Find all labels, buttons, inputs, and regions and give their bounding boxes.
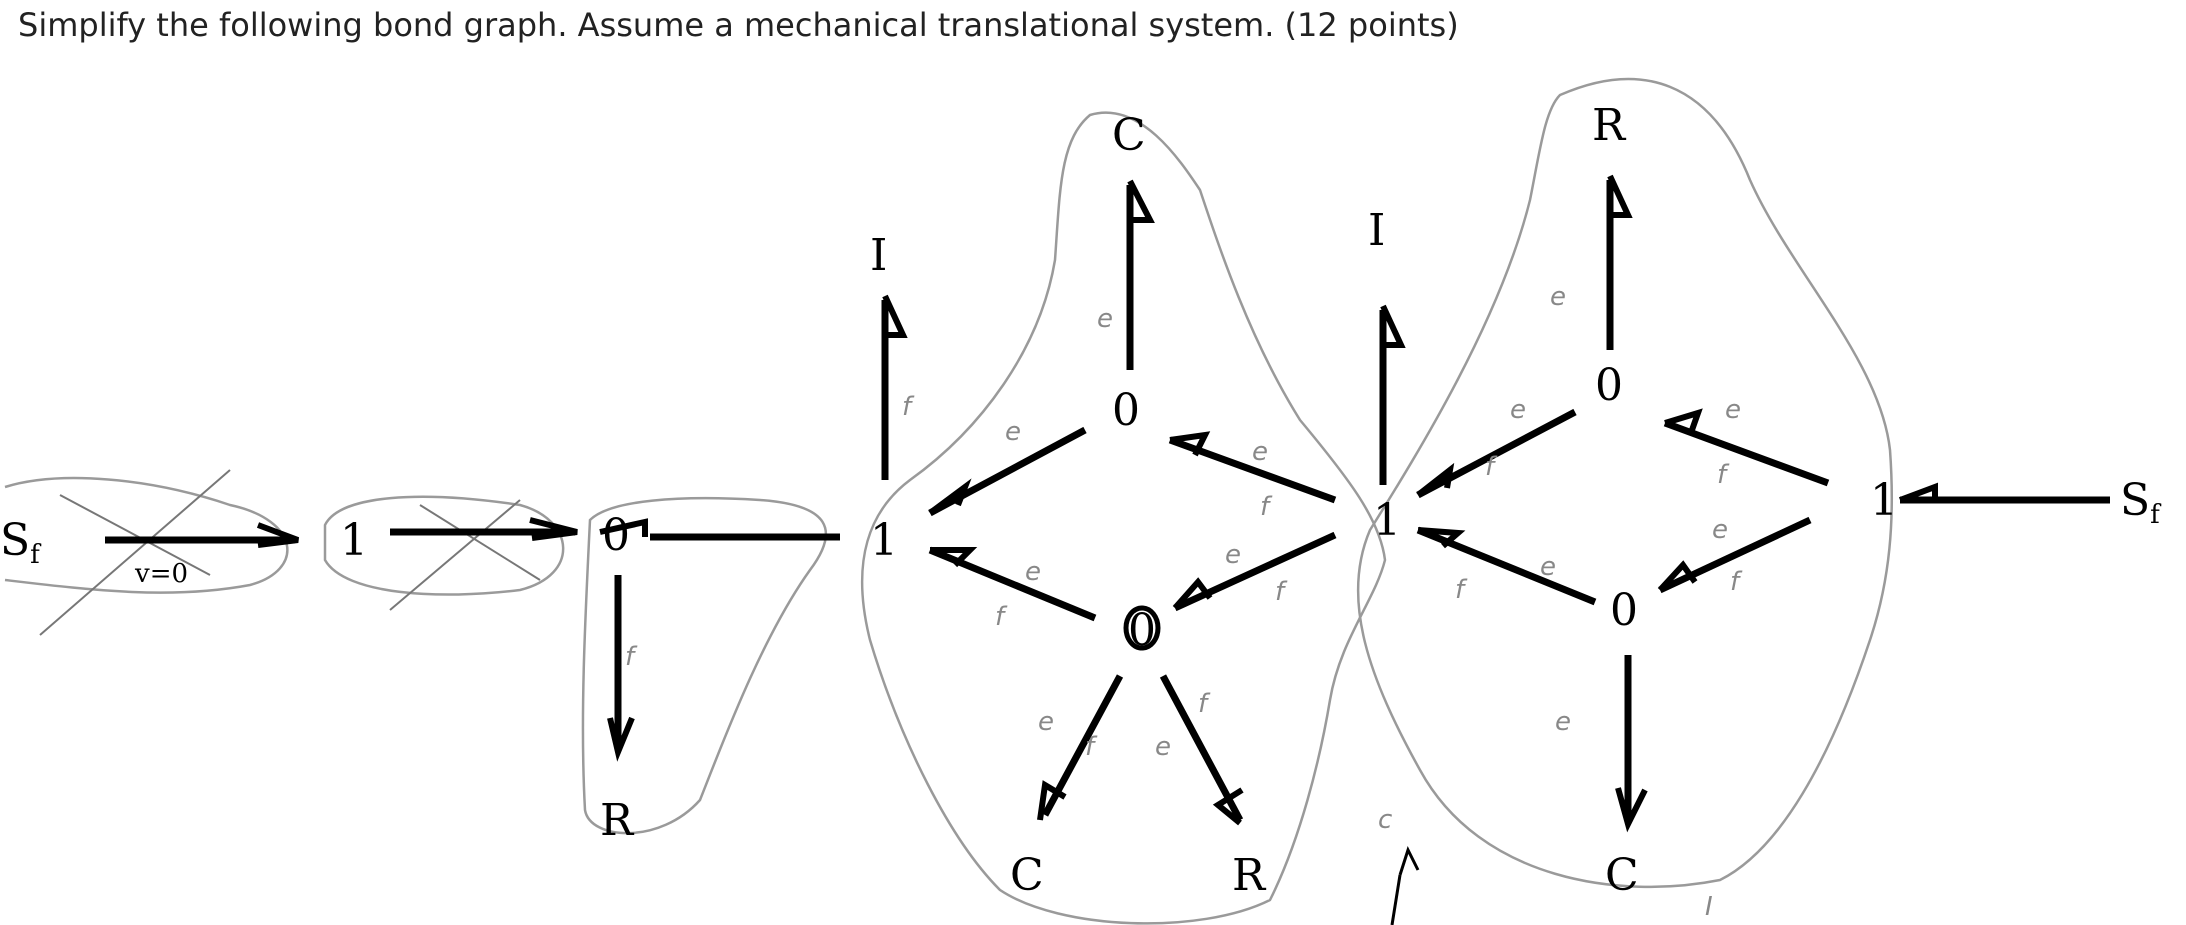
question-text: Simplify the following bond graph. Assum… bbox=[18, 6, 1459, 44]
resistor-a: R bbox=[600, 795, 635, 846]
annotation-v0: v=0 bbox=[134, 559, 188, 589]
annotation-e: e bbox=[1005, 417, 1021, 447]
half-arrow bbox=[1212, 787, 1244, 826]
source-flow-right: Sf bbox=[2120, 475, 2162, 530]
bond-0f-to-1e bbox=[1416, 408, 1577, 499]
capacitor-c: C bbox=[1112, 110, 1146, 161]
annotation-f: f bbox=[625, 642, 638, 672]
group-outline-0a bbox=[581, 496, 827, 835]
bond-1h-to-0g bbox=[1658, 516, 1812, 594]
half-arrow bbox=[882, 294, 908, 338]
half-arrow bbox=[1037, 780, 1067, 821]
annotation-e: e bbox=[1155, 732, 1171, 762]
scribble-mark bbox=[1123, 605, 1161, 651]
crossout-stroke bbox=[389, 499, 521, 611]
annotation-f: f bbox=[1260, 492, 1273, 522]
crossout-stroke bbox=[39, 469, 231, 636]
half-arrow bbox=[1898, 482, 1938, 503]
annotation-e: e bbox=[1025, 557, 1041, 587]
half-arrow bbox=[1657, 560, 1698, 593]
half-arrow bbox=[1398, 846, 1420, 876]
group-outline-1a bbox=[323, 495, 565, 596]
half-arrow bbox=[1664, 408, 1703, 431]
annotation-f: f bbox=[1717, 460, 1730, 490]
junction-0-a: 0 bbox=[602, 510, 630, 561]
half-arrow bbox=[1607, 174, 1633, 218]
half-arrow bbox=[1417, 527, 1466, 549]
group-outline-sf bbox=[4, 476, 289, 594]
resistor-d: R bbox=[1232, 850, 1267, 901]
annotation-e: e bbox=[1252, 437, 1268, 467]
bond-1h-to-0f bbox=[1663, 419, 1830, 487]
half-arrow bbox=[1172, 577, 1213, 610]
bond-0c-to-1b bbox=[928, 426, 1087, 517]
group-outline-right bbox=[1356, 77, 1894, 889]
bond-0d-to-1b bbox=[928, 546, 1097, 622]
bond-stray-c bbox=[1390, 874, 1402, 925]
half-arrow bbox=[928, 478, 972, 516]
half-arrow bbox=[1615, 787, 1648, 833]
junction-0-g: 0 bbox=[1610, 585, 1638, 636]
source-flow-left: Sf bbox=[0, 515, 42, 570]
annotation-f: f bbox=[1275, 577, 1288, 607]
junction-0-c: 0 bbox=[1112, 385, 1140, 436]
junction-1-a: 1 bbox=[340, 515, 368, 566]
annotation-e: e bbox=[1097, 304, 1113, 334]
half-arrow bbox=[599, 518, 648, 537]
half-arrow bbox=[1416, 462, 1455, 498]
half-arrow bbox=[607, 716, 635, 762]
inertia-b: I bbox=[870, 230, 887, 281]
resistor-f: R bbox=[1592, 100, 1627, 151]
annotation-f: f bbox=[1455, 575, 1468, 605]
annotation-e: e bbox=[1550, 282, 1566, 312]
annotation-f: f bbox=[902, 392, 915, 422]
annotation-e: e bbox=[1725, 395, 1741, 425]
annotation-f: f bbox=[995, 602, 1008, 632]
annotation-e: e bbox=[1540, 552, 1556, 582]
annotation-f: f bbox=[1198, 689, 1211, 719]
annotation-i: I bbox=[1705, 892, 1713, 922]
capacitor-g: C bbox=[1605, 850, 1639, 901]
half-arrow bbox=[256, 522, 300, 548]
half-arrow bbox=[529, 517, 578, 541]
crossout-stroke bbox=[59, 494, 211, 576]
annotation-f: f bbox=[1085, 732, 1098, 762]
annotation-e: e bbox=[1555, 707, 1571, 737]
junction-1-h: 1 bbox=[1870, 475, 1898, 526]
crossout-stroke bbox=[419, 504, 541, 581]
half-arrow bbox=[1380, 304, 1406, 348]
annotation-e: e bbox=[1510, 395, 1526, 425]
junction-1-e: 1 bbox=[1373, 495, 1401, 546]
capacitor-d: C bbox=[1010, 850, 1044, 901]
annotation-c: c bbox=[1378, 805, 1392, 835]
half-arrow bbox=[1169, 431, 1211, 457]
inertia-e: I bbox=[1368, 205, 1385, 256]
annotation-e: e bbox=[1038, 707, 1054, 737]
annotation-e: e bbox=[1712, 515, 1728, 545]
bond-1e-to-0d bbox=[1173, 531, 1337, 612]
group-outline-center bbox=[860, 111, 1387, 925]
half-arrow bbox=[1127, 179, 1155, 223]
junction-1-b: 1 bbox=[870, 515, 898, 566]
annotation-f: f bbox=[1730, 567, 1743, 597]
half-arrow bbox=[930, 547, 978, 568]
annotation-e: e bbox=[1225, 540, 1241, 570]
junction-0-f: 0 bbox=[1595, 360, 1623, 411]
